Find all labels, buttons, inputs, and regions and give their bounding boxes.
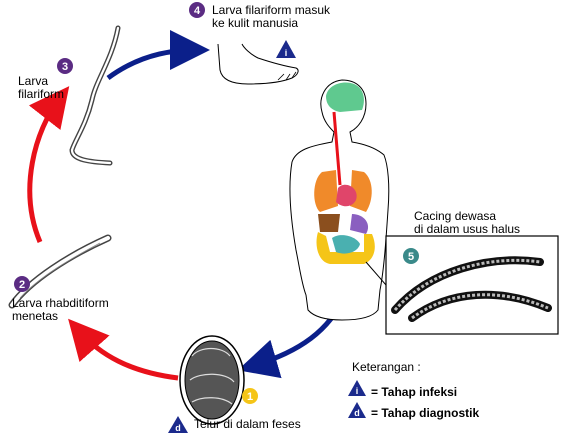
- arrow-egg-to-rhabditiform: [68, 318, 179, 381]
- stage-4-label-line-1: Larva filariform masuk: [212, 3, 331, 17]
- stomach-organ: [350, 214, 369, 234]
- stage-1-number: 1: [247, 391, 253, 403]
- lungs-organ: [314, 170, 372, 212]
- egg-figure: [179, 335, 245, 425]
- small-intestine-organ: [332, 235, 360, 254]
- stage-3-badge: [57, 58, 73, 74]
- stage-2-label-line-1: Larva rhabditiform: [12, 296, 109, 310]
- stage-5-label-line-2: di dalam usus halus: [414, 222, 521, 236]
- human-foot-figure: [217, 43, 299, 85]
- large-intestine-organ: [316, 232, 375, 264]
- svg-text:d: d: [354, 408, 360, 418]
- arrow-filariform-to-skin: [106, 30, 210, 81]
- human-body-figure: [289, 79, 390, 321]
- svg-text:i: i: [356, 386, 359, 396]
- svg-text:i: i: [285, 48, 288, 58]
- stage-1-label: Telur di dalam feses: [194, 418, 301, 431]
- stage-2-label-line-2: menetas: [12, 309, 59, 323]
- stage-2-badge: [14, 276, 30, 292]
- filariform-larva-figure: [69, 25, 121, 166]
- stage-3-number: 3: [62, 61, 68, 73]
- svg-text:d: d: [175, 423, 181, 433]
- stage-1-label-line-1: Telur di dalam feses: [194, 417, 301, 431]
- rhabditiform-larva-figure: [8, 234, 112, 309]
- stage-4-label: Larva filariform masuk ke kulit manusia: [212, 4, 330, 30]
- brain-organ: [326, 82, 364, 112]
- stage-2-number: 2: [19, 279, 25, 291]
- infective-stage-marker-icon: i: [276, 40, 296, 58]
- legend-infective-marker-icon: i: [348, 380, 366, 396]
- legend-title: Keterangan :: [352, 360, 421, 374]
- stage-5-label: Cacing dewasa di dalam usus halus: [414, 210, 520, 236]
- callout-line: [365, 261, 387, 286]
- stage-4-badge: [189, 2, 205, 18]
- arrow-rhabditiform-to-filariform: [27, 86, 70, 243]
- stage-1-badge: [242, 388, 258, 404]
- airway-organ: [332, 111, 342, 186]
- stage-5-number: 5: [408, 251, 414, 263]
- stage-5-label-line-1: Cacing dewasa: [414, 209, 497, 223]
- stage-3-label-line-2: filariform: [18, 87, 65, 101]
- stage-3-label-line-1: Larva: [18, 74, 49, 88]
- heart-organ: [336, 184, 357, 207]
- legend-infective-text: = Tahap infeksi: [371, 385, 458, 399]
- stage-3-label: Larva filariform: [18, 75, 64, 101]
- legend-diagnostic-text: = Tahap diagnostik: [371, 406, 480, 420]
- stage-5-badge: [403, 248, 419, 264]
- liver-organ: [318, 214, 340, 232]
- diagnostic-stage-marker-icon: d: [168, 416, 188, 433]
- stage-4-label-line-2: ke kulit manusia: [212, 16, 299, 30]
- stage-4-number: 4: [194, 5, 201, 17]
- adult-worm-figure: [391, 256, 552, 322]
- legend-diagnostic-marker-icon: d: [348, 402, 366, 418]
- stage-2-label: Larva rhabditiform menetas: [12, 297, 109, 323]
